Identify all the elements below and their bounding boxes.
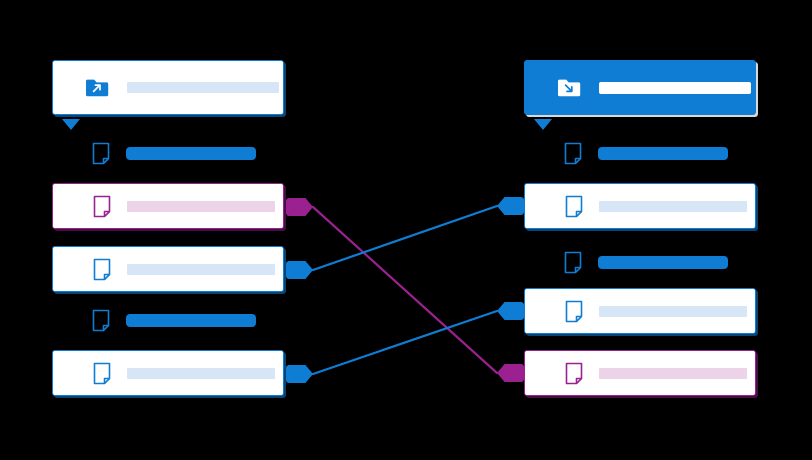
left-card-5-connector-pill[interactable] [286, 365, 313, 383]
right-header-card[interactable] [524, 60, 756, 115]
right-card-4-connector-pill[interactable] [497, 302, 524, 320]
document-icon [93, 195, 111, 218]
right-card-5-connector-pill[interactable] [497, 364, 524, 382]
left-card-3-text-bar [127, 263, 275, 275]
left-row-1-text-bar [126, 146, 256, 160]
folder-import-icon [557, 77, 582, 99]
right-card-4[interactable] [524, 288, 756, 334]
left-card-2-connector-pill[interactable] [286, 198, 313, 216]
right-row-1[interactable] [524, 137, 756, 169]
document-icon [93, 362, 111, 385]
connector-line-magenta [311, 205, 499, 375]
document-icon [92, 309, 110, 332]
right-card-2-text-bar [599, 200, 747, 212]
left-card-2-text-bar [127, 200, 275, 212]
left-row-1[interactable] [52, 137, 284, 169]
right-card-2[interactable] [524, 183, 756, 229]
left-drop-triangle-icon [62, 119, 80, 130]
document-icon [565, 300, 583, 323]
left-card-3-connector-pill[interactable] [286, 261, 313, 279]
right-row-1-text-bar [598, 146, 728, 160]
document-icon [564, 251, 582, 274]
right-row-3-text-bar [598, 255, 728, 269]
right-card-5[interactable] [524, 350, 756, 396]
connector-line-blue-lower [311, 309, 499, 376]
left-header-text-bar [127, 82, 279, 93]
left-card-5[interactable] [52, 350, 284, 396]
document-icon [92, 142, 110, 165]
right-card-5-text-bar [599, 367, 747, 379]
right-row-3[interactable] [524, 246, 756, 278]
left-card-2[interactable] [52, 183, 284, 229]
connector-line-blue-upper [311, 204, 499, 272]
document-icon [565, 362, 583, 385]
right-header-text-bar [599, 81, 751, 94]
left-row-4-text-bar [126, 313, 256, 327]
document-icon [565, 195, 583, 218]
left-card-5-text-bar [127, 367, 275, 379]
left-row-4[interactable] [52, 304, 284, 336]
left-header-card[interactable] [52, 60, 284, 115]
right-card-2-connector-pill[interactable] [497, 197, 524, 215]
document-icon [564, 142, 582, 165]
folder-export-icon [85, 77, 110, 99]
left-card-3[interactable] [52, 246, 284, 292]
right-card-4-text-bar [599, 305, 747, 317]
right-drop-triangle-icon [534, 119, 552, 130]
document-icon [93, 258, 111, 281]
